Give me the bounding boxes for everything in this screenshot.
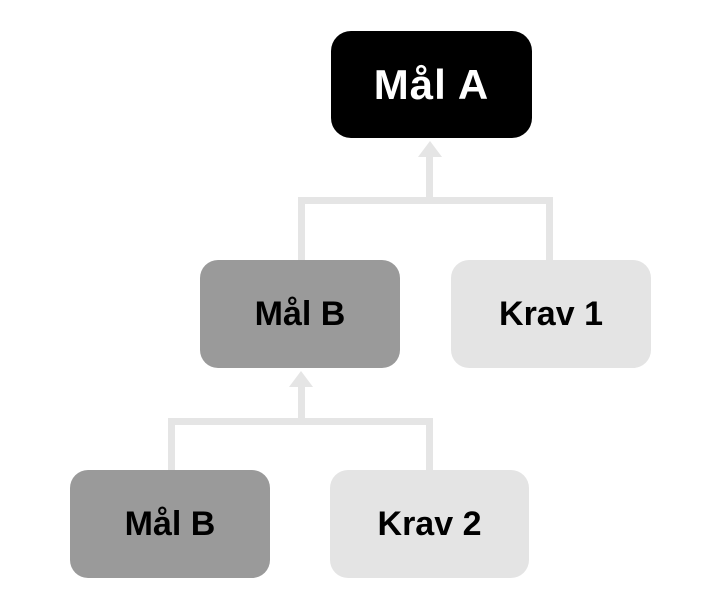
node-mal-b-bottom-label: Mål B [124, 504, 216, 543]
node-krav-1: Krav 1 [451, 260, 651, 368]
connector-stub-krav-2 [426, 418, 433, 470]
connector-stub-krav-1 [546, 197, 553, 260]
node-mal-b-bottom: Mål B [70, 470, 270, 578]
connector-horizontal-row3 [168, 418, 433, 425]
connector-shaft-mal-b-mid [298, 385, 305, 425]
arrowhead-up-to-mal-b-mid [289, 371, 313, 387]
node-mal-a-label: Mål A [373, 60, 490, 108]
arrowhead-up-to-mal-a [418, 141, 442, 157]
node-mal-b-mid-label: Mål B [254, 294, 346, 333]
node-mal-a: Mål A [331, 31, 532, 138]
connector-horizontal-row2 [298, 197, 553, 204]
node-krav-2-label: Krav 2 [377, 504, 482, 543]
connector-stub-mal-b-mid [298, 197, 305, 260]
connector-stub-mal-b-bottom [168, 418, 175, 470]
connector-shaft-root [426, 155, 433, 203]
node-krav-1-label: Krav 1 [499, 294, 603, 333]
node-krav-2: Krav 2 [330, 470, 529, 578]
node-mal-b-mid: Mål B [200, 260, 400, 368]
